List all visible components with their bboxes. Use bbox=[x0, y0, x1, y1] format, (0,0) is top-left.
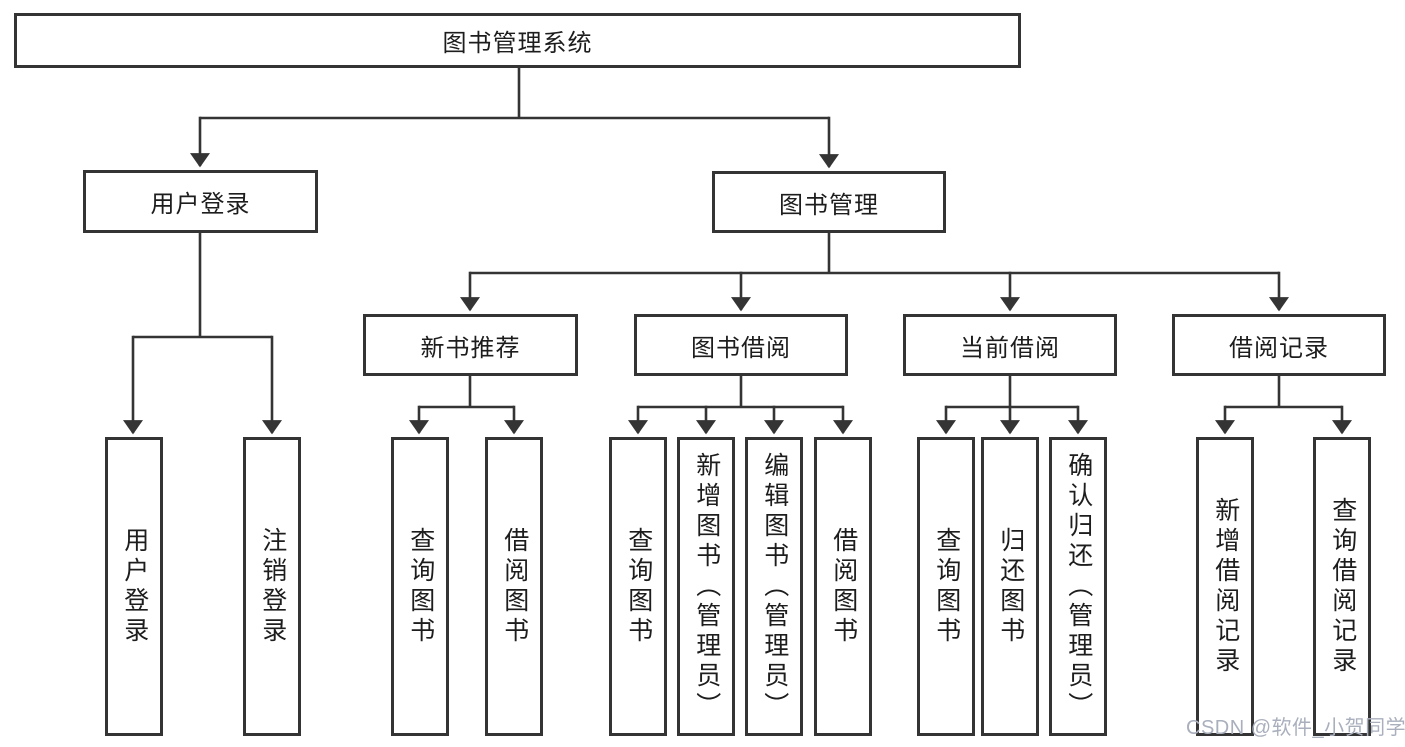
node-label: 图书管理系统 bbox=[442, 30, 593, 57]
csdn-watermark: CSDN @软件_小贺同学 bbox=[1186, 717, 1405, 739]
leaf-user-login: 用户登录 bbox=[105, 437, 163, 736]
leaf-label: 注销登录 bbox=[258, 526, 287, 647]
node-borrow-records: 借阅记录 bbox=[1172, 314, 1386, 376]
leaf-label: 新增借阅记录 bbox=[1211, 496, 1240, 677]
leaf-label: 编辑图书（管理员） bbox=[760, 451, 789, 722]
node-label: 用户登录 bbox=[150, 191, 251, 218]
leaf-label: 新增图书（管理员） bbox=[692, 451, 721, 722]
leaf-label: 借阅图书 bbox=[829, 526, 858, 647]
node-label: 借阅记录 bbox=[1229, 334, 1329, 362]
leaf-label: 确认归还（管理员） bbox=[1064, 451, 1093, 722]
leaf-query-borrow-record: 查询借阅记录 bbox=[1313, 437, 1371, 736]
leaf-label: 用户登录 bbox=[120, 526, 149, 647]
leaf-edit-book-admin: 编辑图书（管理员） bbox=[745, 437, 803, 736]
connector-user-login-children bbox=[122, 233, 283, 435]
connector-borrow-children bbox=[627, 376, 854, 435]
node-label: 当前借阅 bbox=[960, 334, 1060, 362]
node-root-system: 图书管理系统 bbox=[14, 13, 1021, 68]
leaf-borrow-books-2: 借阅图书 bbox=[814, 437, 872, 736]
node-user-login: 用户登录 bbox=[83, 170, 318, 233]
connector-current-children bbox=[935, 376, 1089, 435]
connector-root-to-level2 bbox=[189, 67, 840, 169]
connector-book-mgmt-children bbox=[459, 233, 1290, 312]
leaf-confirm-return-admin: 确认归还（管理员） bbox=[1049, 437, 1107, 736]
leaf-return-book: 归还图书 bbox=[981, 437, 1039, 736]
leaf-label: 查询借阅记录 bbox=[1328, 496, 1357, 677]
leaf-query-books-3: 查询图书 bbox=[917, 437, 975, 736]
leaf-label: 借阅图书 bbox=[500, 526, 529, 647]
connector-records-children bbox=[1214, 376, 1353, 435]
leaf-label: 查询图书 bbox=[932, 526, 961, 647]
leaf-query-books-1: 查询图书 bbox=[391, 437, 449, 736]
leaf-label: 查询图书 bbox=[624, 526, 653, 647]
node-label: 新书推荐 bbox=[420, 334, 521, 362]
leaf-label: 查询图书 bbox=[406, 526, 435, 647]
node-new-book-recommend: 新书推荐 bbox=[363, 314, 578, 376]
leaf-add-book-admin: 新增图书（管理员） bbox=[677, 437, 735, 736]
node-book-management: 图书管理 bbox=[712, 171, 946, 233]
leaf-query-books-2: 查询图书 bbox=[609, 437, 667, 736]
node-label: 图书借阅 bbox=[691, 334, 791, 362]
leaf-add-borrow-record: 新增借阅记录 bbox=[1196, 437, 1254, 736]
connector-new-books-children bbox=[408, 376, 525, 435]
node-label: 图书管理 bbox=[779, 191, 879, 219]
leaf-logout: 注销登录 bbox=[243, 437, 301, 736]
leaf-borrow-books-1: 借阅图书 bbox=[485, 437, 543, 736]
leaf-label: 归还图书 bbox=[996, 526, 1025, 647]
node-book-borrow: 图书借阅 bbox=[634, 314, 848, 376]
node-current-borrow: 当前借阅 bbox=[903, 314, 1117, 376]
